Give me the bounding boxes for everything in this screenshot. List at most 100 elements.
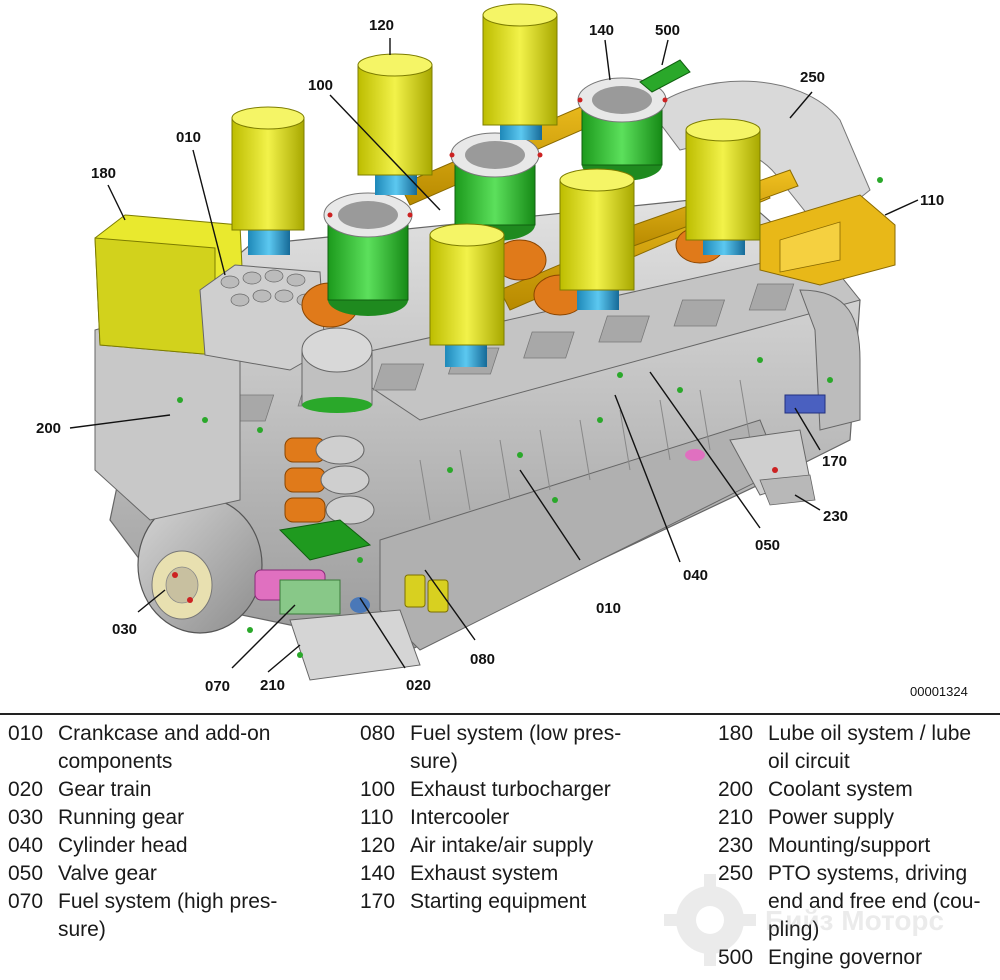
legend-item-010: 010 Crankcase and add-on components	[8, 720, 350, 776]
callout-020: 020	[406, 677, 431, 694]
legend-code: 100	[360, 778, 396, 801]
legend-divider	[0, 713, 1000, 715]
legend-description-line: Crankcase and add-on	[58, 722, 271, 745]
legend-code: 180	[718, 722, 754, 745]
legend-description: Gear train	[58, 776, 350, 804]
legend-description-line: Cylinder head	[58, 834, 188, 857]
legend-description-line: components	[58, 750, 173, 773]
legend-description-line: Running gear	[58, 806, 185, 829]
legend-item-030: 030 Running gear	[8, 804, 350, 832]
callout-110: 110	[920, 192, 944, 209]
legend-item-070: 070 Fuel system (high pres-sure)	[8, 888, 350, 944]
legend-item-020: 020 Gear train	[8, 776, 350, 804]
legend-description: Intercooler	[410, 804, 700, 832]
legend-description-line: Fuel system (high pres-	[58, 890, 278, 913]
legend-description: Fuel system (high pres-sure)	[58, 888, 350, 944]
callout-100: 100	[308, 77, 333, 94]
figure-id: 00001324	[910, 684, 968, 699]
legend-description-line: Engine governor	[768, 946, 923, 969]
legend-description-line: Coolant system	[768, 778, 913, 801]
legend-code: 170	[360, 890, 396, 913]
legend-item-250: 250 PTO systems, driving end and free end …	[718, 860, 998, 944]
legend-item-050: 050 Valve gear	[8, 860, 350, 888]
legend-description-line: Valve gear	[58, 862, 157, 885]
legend-code: 250	[718, 862, 754, 885]
legend-item-100: 100 Exhaust turbocharger	[360, 776, 700, 804]
callout-040: 040	[683, 567, 708, 584]
legend-description-line: Gear train	[58, 778, 152, 801]
legend-description: Power supply	[768, 804, 998, 832]
legend-description: Cylinder head	[58, 832, 350, 860]
legend-description: Exhaust turbocharger	[410, 776, 700, 804]
legend-description-line: PTO systems, driving	[768, 862, 968, 885]
legend-code: 070	[8, 890, 44, 913]
legend-description: PTO systems, driving end and free end (co…	[768, 860, 998, 944]
legend-code: 140	[360, 862, 396, 885]
oil-centrifuge	[301, 327, 373, 413]
legend-description: Starting equipment	[410, 888, 700, 916]
legend-item-200: 200 Coolant system	[718, 776, 998, 804]
callout-180: 180	[91, 165, 116, 182]
legend-description-line: Exhaust system	[410, 862, 559, 885]
legend-description: Engine governor	[768, 944, 998, 972]
legend-description: Running gear	[58, 804, 350, 832]
exhaust-bellows	[323, 77, 667, 316]
callout-250: 250	[800, 69, 825, 86]
callout-200: 200	[36, 420, 61, 437]
callout-140: 140	[589, 22, 614, 39]
legend-description: Fuel system (low pres-sure)	[410, 720, 700, 776]
legend-description: Crankcase and add-on components	[58, 720, 350, 776]
fuel-pump-assembly	[254, 569, 370, 615]
legend-item-500: 500 Engine governor	[718, 944, 998, 972]
callout-010-b: 010	[596, 600, 621, 617]
callout-500: 500	[655, 22, 680, 39]
watermark-text: Бийз Моторс	[765, 905, 944, 936]
callout-170: 170	[822, 453, 847, 470]
callout-120: 120	[369, 17, 394, 34]
legend-code: 010	[8, 722, 44, 745]
legend-code: 020	[8, 778, 44, 801]
intercooler	[759, 194, 896, 286]
legend-column-1: 010 Crankcase and add-on components 020 Gear…	[8, 720, 350, 944]
exhaust-manifolds	[284, 437, 326, 523]
legend-code: 110	[360, 806, 394, 829]
engine-diagram: 010 010 020 030 040 050 070 080 100 110 …	[36, 3, 944, 695]
air-filters	[231, 3, 761, 367]
callout-030: 030	[112, 621, 137, 638]
callout-230: 230	[823, 508, 848, 525]
legend-item-080: 080 Fuel system (low pres-sure)	[360, 720, 700, 776]
legend-description-line: Starting equipment	[410, 890, 587, 913]
legend-code: 200	[718, 778, 754, 801]
callout-210: 210	[260, 677, 285, 694]
legend-description-line: Fuel system (low pres-	[410, 722, 622, 745]
callout-labels: 010 010 020 030 040 050 070 080 100 110 …	[36, 17, 944, 695]
legend-description: Coolant system	[768, 776, 998, 804]
legend-description-line: Exhaust turbocharger	[410, 778, 611, 801]
legend-description: Exhaust system	[410, 860, 700, 888]
green-control-box	[278, 519, 372, 561]
legend-code: 230	[718, 834, 754, 857]
watermark-logo: Бийз Моторс	[664, 874, 944, 966]
legend-description-line: sure)	[410, 750, 458, 773]
legend-code: 080	[360, 722, 396, 745]
legend-code: 500	[718, 946, 754, 969]
legend-description-line: Intercooler	[410, 806, 510, 829]
legend-item-110: 110 Intercooler	[360, 804, 700, 832]
callout-010-a: 010	[176, 129, 201, 146]
legend-description: Mounting/support	[768, 832, 998, 860]
legend-item-170: 170 Starting equipment	[360, 888, 700, 916]
legend-code: 030	[8, 806, 44, 829]
legend-code: 050	[8, 862, 44, 885]
gear-icon	[664, 874, 756, 966]
legend-code: 120	[360, 834, 396, 857]
legend-description-line: sure)	[58, 918, 106, 941]
legend-description-line: end and free end (cou-	[768, 890, 981, 913]
legend-description-line: Power supply	[768, 806, 895, 829]
callout-080: 080	[470, 651, 495, 668]
